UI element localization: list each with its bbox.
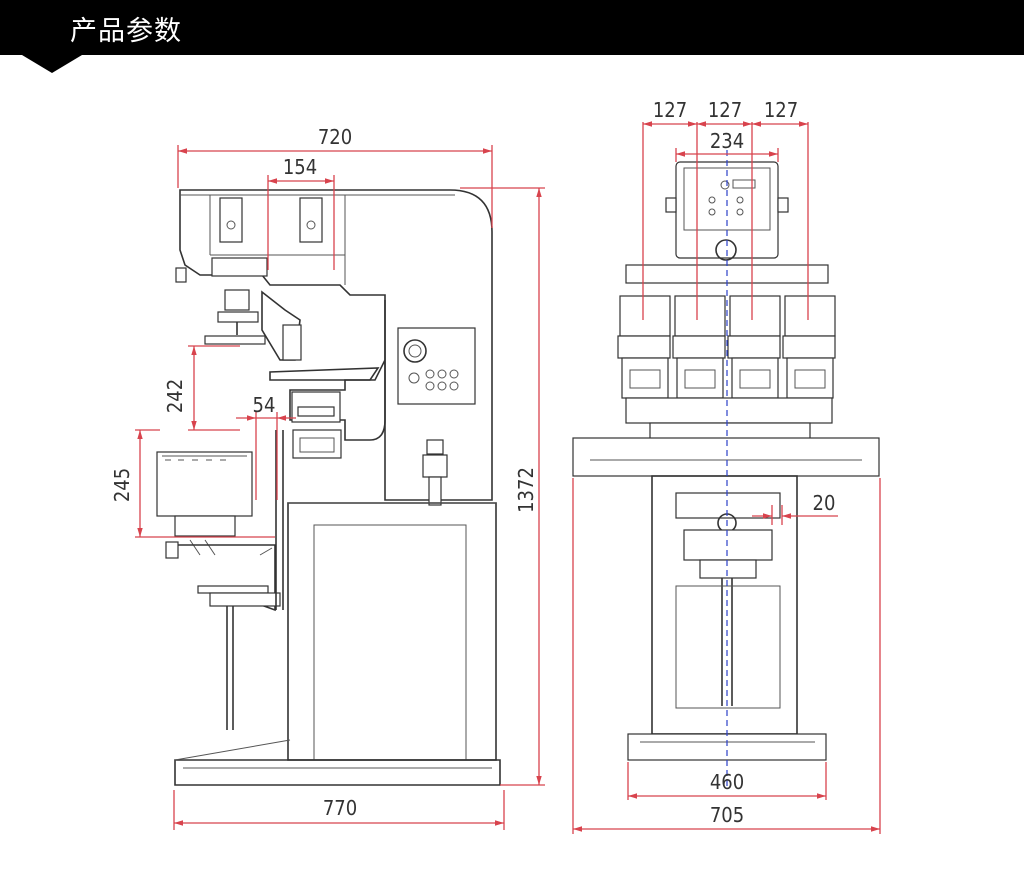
control-panel — [397, 327, 476, 405]
dim-154: 154 — [283, 155, 317, 179]
dim-242: 242 — [163, 379, 187, 413]
machine-stand — [287, 502, 497, 761]
work-table — [156, 451, 253, 517]
dim-460: 460 — [710, 770, 744, 794]
front-dimensions: 127 127 127 234 20 460 705 — [572, 98, 881, 834]
dim-705: 705 — [710, 803, 744, 827]
header-notch — [22, 55, 82, 73]
side-knob — [175, 267, 187, 283]
dim-245: 245 — [110, 468, 134, 502]
adjuster-window-right — [299, 197, 323, 243]
dim-720: 720 — [318, 125, 352, 149]
print-head-2 — [672, 295, 726, 399]
side-dimensions: 720 154 242 54 245 1372 770 — [110, 125, 545, 830]
front-table — [572, 437, 880, 477]
print-head-4 — [782, 295, 836, 399]
dim-127-c: 127 — [764, 98, 798, 122]
dim-127-b: 127 — [708, 98, 742, 122]
air-filter — [426, 439, 444, 455]
side-view — [156, 189, 501, 786]
front-base — [627, 733, 827, 761]
section-title: 产品参数 — [70, 16, 182, 47]
dim-127-a: 127 — [653, 98, 687, 122]
adjuster-window-left — [219, 197, 243, 243]
machine-base — [174, 759, 501, 786]
print-head-3 — [727, 295, 781, 399]
print-head-1 — [617, 295, 671, 399]
dim-20: 20 — [813, 491, 836, 515]
pad-holder — [204, 335, 266, 345]
dim-54: 54 — [253, 393, 276, 417]
dim-234: 234 — [710, 129, 744, 153]
front-view — [572, 161, 880, 761]
dim-770: 770 — [323, 796, 357, 820]
dim-1372: 1372 — [514, 467, 538, 513]
platform-plate — [269, 367, 380, 381]
section-header: 产品参数 — [0, 0, 1024, 55]
